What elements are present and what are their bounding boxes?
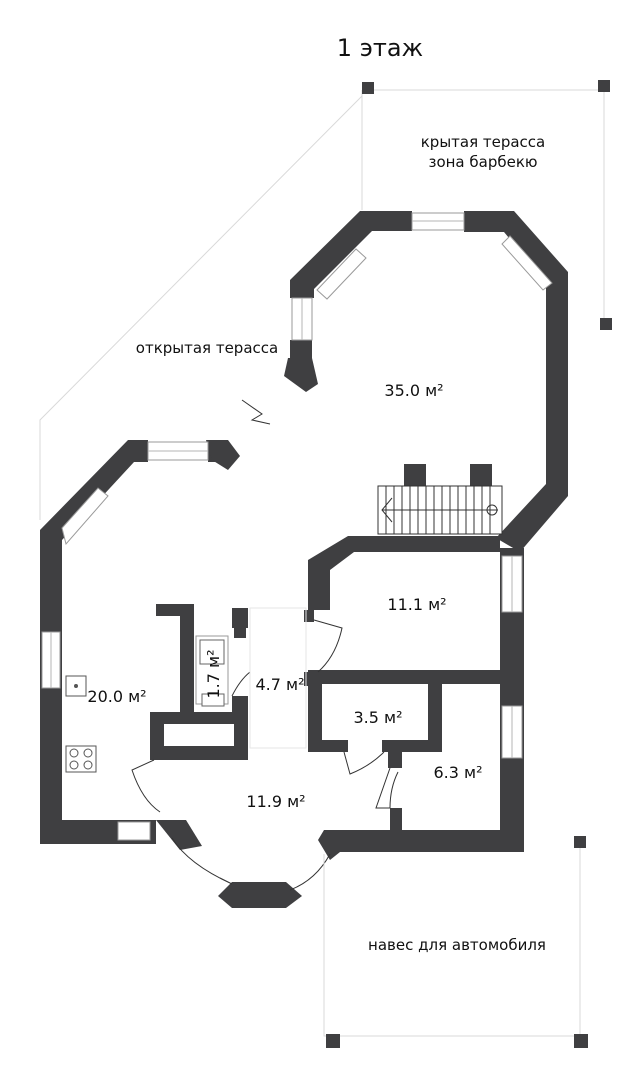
upper-windows (291, 212, 553, 341)
carport-post (574, 836, 586, 848)
covered-terrace-label-2: зона барбекю (428, 153, 537, 171)
room-area-label: 11.9 м² (246, 792, 305, 811)
carport-post (574, 1034, 588, 1048)
open-terrace-label: открытая терасса (136, 339, 278, 357)
terrace-post (600, 318, 612, 330)
covered-terrace-outline (361, 80, 612, 330)
room-area-label: 11.1 м² (387, 595, 446, 614)
doors[interactable] (131, 607, 399, 891)
kitchen-stove (65, 745, 97, 773)
covered-terrace-label: крытая терасса (421, 133, 546, 151)
terrace-post (598, 80, 610, 92)
open-terrace-outline (39, 95, 363, 520)
room-area-label: 20.0 м² (87, 687, 146, 706)
room-area-label: 3.5 м² (353, 708, 402, 727)
carport-outline (323, 836, 588, 1048)
floor-title: 1 этаж (337, 34, 423, 62)
room-area-label: 35.0 м² (384, 381, 443, 400)
lower-windows (41, 441, 523, 841)
terrace-door[interactable] (241, 399, 271, 425)
staircase[interactable] (377, 485, 503, 535)
room-area-label: 4.7 м² (255, 675, 304, 694)
carport-post (326, 1034, 340, 1048)
kitchen-sink (65, 675, 87, 697)
room-area-label: 1.7 м² (204, 649, 223, 698)
carport-label: навес для автомобиля (368, 936, 546, 954)
upper-hall-walls (284, 211, 568, 552)
toilet (199, 639, 225, 707)
room-area-label: 6.3 м² (433, 763, 482, 782)
terrace-post (362, 82, 374, 94)
